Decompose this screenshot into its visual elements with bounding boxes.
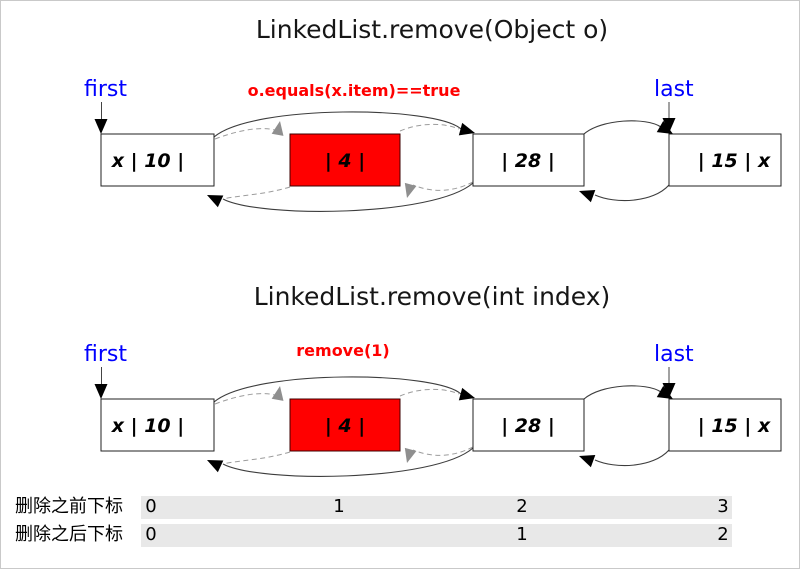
diagram-title-index-remove: LinkedList.remove(int index) [253, 282, 611, 311]
gray-arrowhead [404, 182, 417, 198]
last-pointer-label: last [654, 77, 694, 102]
node-label: x | 10 | [111, 150, 184, 172]
node-box [100, 398, 215, 452]
index-cell: 2 [717, 524, 729, 545]
node-label: | 4 | [325, 150, 365, 172]
prev-arc [594, 449, 670, 467]
index-band [141, 524, 732, 547]
node-label: | 15 | x [698, 415, 771, 437]
new-next-arc [213, 376, 462, 403]
old-link-dashed [399, 388, 460, 397]
node-label: | 15 | x [698, 150, 771, 172]
black-arrowhead [458, 122, 475, 136]
annotation-remove-call: remove(1) [296, 341, 390, 360]
black-arrowhead [94, 384, 108, 399]
prev-arc [594, 184, 670, 202]
black-arrowhead [662, 118, 676, 133]
last-pointer-label: last [654, 342, 694, 367]
index-cell: 3 [717, 496, 729, 517]
diagram-title-object-remove: LinkedList.remove(Object o) [255, 15, 609, 44]
node-box [668, 398, 782, 452]
index-cell: 0 [145, 524, 157, 545]
index-band [141, 496, 732, 519]
black-arrowhead [458, 387, 475, 401]
linkedlist-diagram-object-remove: x | 10 | | 4 | | 28 | | 15 | x [94, 102, 782, 212]
first-pointer-label: first [84, 342, 127, 367]
annotation-equals-condition: o.equals(x.item)==true [247, 81, 461, 100]
old-link-dashed [222, 451, 291, 465]
removed-node-box [289, 398, 401, 452]
index-row-label: 删除之前下标 [15, 496, 123, 517]
linkedlist-diagram-index-remove: x | 10 | | 4 | | 28 | | 15 | x [94, 367, 782, 477]
new-next-arc [213, 111, 462, 138]
black-arrowhead [207, 460, 224, 473]
next-arc [583, 385, 662, 400]
index-row-before-removal: 删除之前下标 0 1 2 3 [1, 495, 799, 519]
index-cell: 2 [516, 496, 528, 517]
node-label: x | 10 | [111, 415, 184, 437]
new-prev-arc [222, 182, 474, 212]
black-arrowhead [579, 190, 596, 203]
index-cell: 0 [145, 496, 157, 517]
black-arrowhead [662, 383, 676, 398]
node-box [472, 398, 585, 452]
gray-arrowhead [404, 447, 417, 463]
index-row-after-removal: 删除之后下标 0 1 2 [1, 523, 799, 547]
black-arrowhead [207, 195, 224, 208]
removed-node-box [289, 133, 401, 187]
index-cell: 1 [333, 496, 345, 517]
node-label: | 4 | [325, 415, 365, 437]
gray-arrowhead [271, 386, 284, 401]
node-box [668, 133, 782, 187]
gray-arrowhead [271, 121, 284, 136]
node-label: | 28 | [501, 150, 555, 172]
index-row-label: 删除之后下标 [15, 524, 123, 545]
new-prev-arc [222, 447, 474, 477]
index-cell: 1 [516, 524, 528, 545]
node-box [472, 133, 585, 187]
old-link-dashed [222, 186, 291, 200]
black-arrowhead [94, 119, 108, 134]
first-pointer-label: first [84, 77, 127, 102]
next-arc [583, 120, 662, 135]
node-label: | 28 | [501, 415, 555, 437]
node-box [100, 133, 215, 187]
old-link-dashed [399, 123, 460, 132]
black-arrowhead [579, 455, 596, 468]
